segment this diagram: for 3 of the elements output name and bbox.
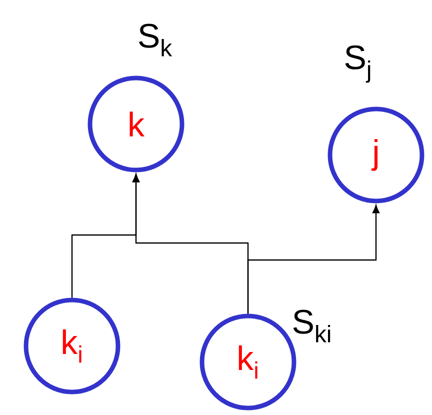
arrow xyxy=(247,204,380,314)
node-label: S$_{k}$ xyxy=(139,24,172,56)
node-label: S$_{j}$ xyxy=(345,45,370,83)
